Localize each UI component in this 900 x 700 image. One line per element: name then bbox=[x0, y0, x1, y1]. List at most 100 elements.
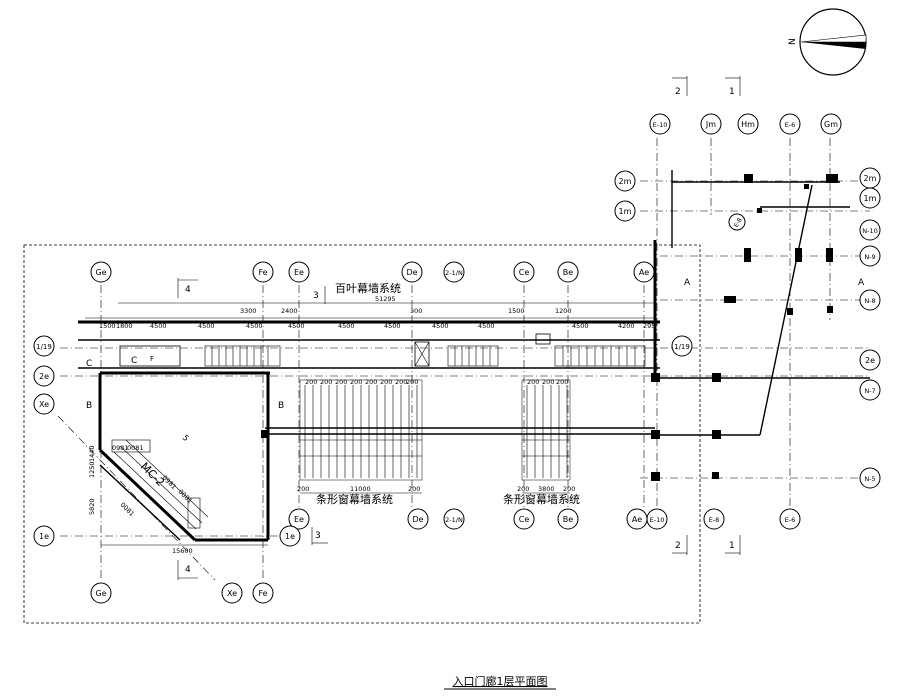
zone-f: F bbox=[150, 355, 154, 363]
svg-text:Fe: Fe bbox=[258, 268, 267, 277]
dim-lobby-width: 15600 bbox=[172, 547, 193, 555]
dim-row-seg: 4500 bbox=[338, 322, 355, 330]
axis-bubble: Ge bbox=[90, 582, 112, 604]
section-4-bottom: 4 bbox=[185, 565, 191, 575]
strip-window-hatch-right bbox=[521, 379, 571, 481]
dim-row-seg: 4500 bbox=[198, 322, 215, 330]
axis-bubble: Be bbox=[557, 261, 579, 283]
dim-diag-label: 0081 bbox=[177, 488, 194, 505]
dim-diag-label: 0981 bbox=[112, 444, 129, 452]
svg-text:N-9: N-9 bbox=[864, 253, 875, 261]
section-4-top: 4 bbox=[185, 285, 191, 295]
axis-bubble: N-5 bbox=[859, 467, 881, 489]
axis-bubble: N-8 bbox=[859, 289, 881, 311]
axis-bubble: 2m bbox=[614, 170, 636, 192]
dim-diag-label: 0081 bbox=[119, 501, 136, 518]
dim-bottom-small: 200 bbox=[297, 485, 309, 493]
svg-text:N-5: N-5 bbox=[864, 475, 875, 483]
axis-bubble: Ce bbox=[513, 508, 535, 530]
zone-b: B bbox=[86, 401, 92, 411]
svg-text:1m: 1m bbox=[619, 207, 632, 216]
diagonal-hatch bbox=[107, 439, 209, 536]
svg-text:1e: 1e bbox=[39, 532, 49, 541]
axis-bubble: Xe bbox=[33, 393, 55, 415]
section-2-bottom: 2 bbox=[675, 541, 681, 551]
dim-mullion: 200 bbox=[350, 378, 362, 386]
axis-bubble: 2m bbox=[859, 167, 881, 189]
dim-top-seg: 1200 bbox=[555, 307, 572, 315]
axis-bubble: Be bbox=[557, 508, 579, 530]
axis-bubble: Ce bbox=[513, 261, 535, 283]
dim-diag-vertical: 1250 bbox=[88, 461, 96, 478]
axis-bubble: 1m bbox=[859, 187, 881, 209]
dim-top-seg: 300 bbox=[410, 307, 422, 315]
dim-row-seg: 295 bbox=[643, 322, 655, 330]
svg-text:Xe: Xe bbox=[39, 400, 49, 409]
axis-bubble: 2e bbox=[859, 349, 881, 371]
axis-bubbles-top: Ge Fe Ee De 2-1/N Ce Be Ae bbox=[90, 261, 655, 283]
svg-text:E-10: E-10 bbox=[653, 121, 668, 129]
svg-text:E-10: E-10 bbox=[650, 516, 665, 524]
svg-text:E-8: E-8 bbox=[733, 217, 744, 229]
axis-bubble: Jm bbox=[700, 113, 722, 135]
svg-text:Be: Be bbox=[563, 515, 573, 524]
svg-text:Ce: Ce bbox=[519, 268, 530, 277]
dim-diag-vertical: 1440 bbox=[88, 445, 96, 462]
svg-text:Ae: Ae bbox=[639, 268, 649, 277]
axis-bubbles-bottom: Ee De 2-1/N Ce Be Ae E-10 E-8 E-6 bbox=[288, 508, 801, 530]
svg-text:1/19: 1/19 bbox=[36, 343, 52, 351]
section-3-top: 3 bbox=[313, 291, 319, 301]
axis-bubble: 1e bbox=[279, 525, 301, 547]
axis-bubble: E-6 bbox=[779, 508, 801, 530]
dim-bottom-left: 11000 bbox=[350, 485, 371, 493]
dim-mullion: 200 bbox=[542, 378, 554, 386]
svg-text:2m: 2m bbox=[619, 177, 632, 186]
strip-window-label-right: 条形窗幕墙系统 bbox=[503, 492, 580, 506]
axis-bubble: 2-1/N bbox=[443, 508, 465, 530]
dim-bottom-small: 200 bbox=[517, 485, 529, 493]
zone-c: C bbox=[86, 359, 92, 369]
dim-mullion: 200 bbox=[556, 378, 568, 386]
dim-mullion: 200 bbox=[406, 378, 418, 386]
boundary-line bbox=[23, 244, 701, 624]
axis-bubble: Hm bbox=[737, 113, 759, 135]
dim-row-seg: 4500 bbox=[384, 322, 401, 330]
louver-curtain-wall-label: 百叶幕墙系统 bbox=[335, 281, 401, 295]
axis-bubble: Ae bbox=[633, 261, 655, 283]
svg-text:E-6: E-6 bbox=[785, 516, 796, 524]
svg-text:Fe: Fe bbox=[258, 589, 267, 598]
axis-bubble: De bbox=[407, 508, 429, 530]
axis-bubbles-right-left: 2m 1m E-8 bbox=[614, 170, 746, 231]
axis-bubbles-right-side: 2m 1m N-10 N-9 N-8 2e N-7 N-5 bbox=[859, 167, 881, 489]
axis-bubbles-right-top: E-10 Jm Hm E-6 Gm bbox=[649, 113, 842, 135]
zone-a: A bbox=[858, 278, 865, 288]
stair-hatch bbox=[119, 333, 646, 367]
svg-text:2-1/N: 2-1/N bbox=[445, 516, 463, 524]
svg-text:Ge: Ge bbox=[95, 589, 106, 598]
axis-bubble: N-10 bbox=[859, 219, 881, 241]
svg-text:1m: 1m bbox=[864, 194, 877, 203]
section-1-top: 1 bbox=[729, 87, 735, 97]
dim-mullion: 200 bbox=[527, 378, 539, 386]
dim-bottom-small: 200 bbox=[563, 485, 575, 493]
strip-window-hatch-left bbox=[299, 379, 423, 481]
svg-text:Jm: Jm bbox=[705, 120, 716, 129]
dim-row-seg: 4500 bbox=[150, 322, 167, 330]
dim-top-seg: 1500 bbox=[508, 307, 525, 315]
svg-text:N-10: N-10 bbox=[862, 227, 877, 235]
svg-text:Ce: Ce bbox=[519, 515, 530, 524]
svg-text:Ae: Ae bbox=[632, 515, 642, 524]
axis-bubble: Xe bbox=[221, 582, 243, 604]
svg-text:N-8: N-8 bbox=[864, 297, 875, 305]
dim-mullion: 200 bbox=[335, 378, 347, 386]
drawing-title: 入口门廊1层平面图 bbox=[453, 674, 548, 688]
svg-text:Ge: Ge bbox=[95, 268, 106, 277]
axis-bubble: E-6 bbox=[779, 113, 801, 135]
svg-text:Ee: Ee bbox=[294, 515, 304, 524]
zone-c: C bbox=[131, 356, 137, 366]
svg-text:De: De bbox=[406, 268, 417, 277]
svg-text:2-1/N: 2-1/N bbox=[445, 269, 463, 277]
axis-bubble: E-8 bbox=[703, 508, 725, 530]
axis-bubble: Fe bbox=[252, 582, 274, 604]
dim-row-seg: 1800 bbox=[116, 322, 133, 330]
